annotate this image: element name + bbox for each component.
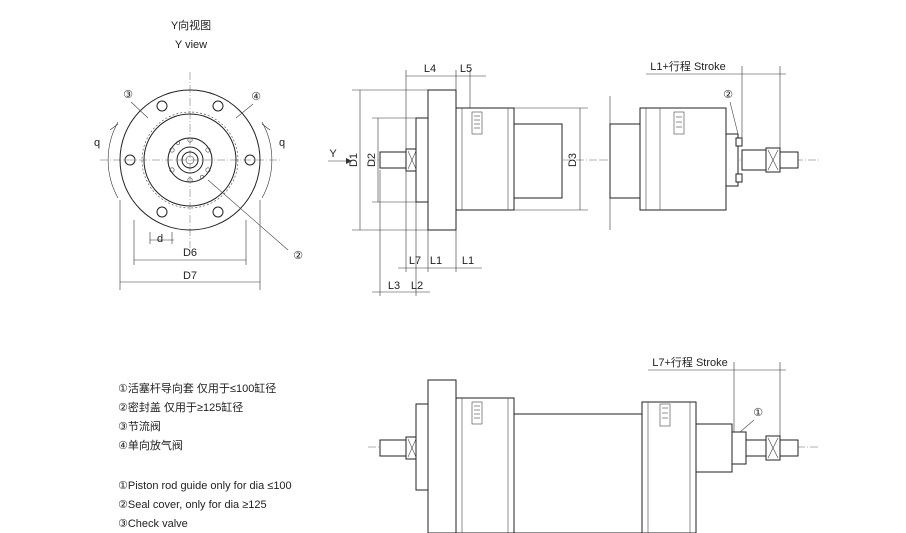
cylinder-head [455,107,515,211]
legend-en-1: ①Piston rod guide only for dia ≤100 [118,480,292,492]
flange [427,89,457,231]
dim-l4: L4 [424,63,436,75]
valve-port-rear [659,403,671,427]
guide-bottom [695,423,733,473]
right-view: L1+行程 Stroke ② [600,60,820,230]
cover-screw [205,147,211,153]
guide-step [731,431,747,465]
cover-screw [205,167,211,173]
legend-cn-2: ②密封盖 仅用于≥125缸径 [118,400,243,414]
rod-boss [176,146,204,174]
cover-screw [176,141,180,145]
barrel-right [609,123,641,199]
seal-cover-marker: ② [293,250,303,262]
dim-l7: L7 [409,255,421,267]
flange-hole [156,206,168,218]
stroke-label-bottom: L7+行程 Stroke [652,356,728,369]
q-right-label: q [279,137,285,149]
cover-screw [169,167,175,173]
dim-l5: L5 [460,63,472,75]
flange-hole [124,154,136,166]
stroke-label-right: L1+行程 Stroke [650,60,726,73]
legend-cn-1: ①活塞杆导向套 仅用于≤100缸径 [118,381,276,395]
dim-l1-b: L1 [462,255,474,267]
rod-tip-bottom [779,439,799,457]
dim-d6: D6 [183,247,197,259]
rod-end-bottom [379,439,409,457]
rod-bottom [745,439,767,457]
dim-l1-a: L1 [430,255,442,267]
piston-guide-marker: ① [753,407,763,419]
rod-core [185,155,195,165]
flange-hole [212,100,224,112]
head-bottom [455,397,515,533]
rod-cover-bottom [415,403,429,491]
q-left-label: q [94,137,100,149]
legend-cn-4: ④单向放气阀 [118,438,183,452]
cover-screw [200,175,204,179]
bottom-view: L7+行程 Stroke ① [368,356,820,533]
y-view-title-cn: Y向视图 [171,18,211,32]
cover-screw [187,177,193,183]
legend-en-2: ②Seal cover, only for dia ≥125 [118,499,267,511]
flange-hole [156,100,168,112]
y-view-arrow-label: Y [329,148,337,160]
legend: ①活塞杆导向套 仅用于≤100缸径 ②密封盖 仅用于≥125缸径 ③节流阀 ④单… [118,381,292,530]
valve-3-marker: ③ [123,89,133,101]
dim-d: d [157,233,163,245]
cover-screw [187,137,193,143]
dim-d7: D7 [183,270,197,282]
seal-cover-right [725,133,739,187]
flange-outer [119,89,261,231]
flange-hole [212,206,224,218]
side-view: D1 D2 D3 Y L4 L5 L7 L1 L1 L3 L2 [328,63,600,296]
barrel-bottom [513,413,643,533]
barrel [513,123,563,199]
dim-d2: D2 [366,153,378,167]
seal-screw [735,137,743,147]
cylinder-body [143,113,237,207]
flange-bolt-circle [141,111,239,209]
rod-right [741,149,767,171]
rod-cover [415,117,429,203]
y-view-title-en: Y view [175,39,207,51]
rear-head-bottom [641,401,697,533]
legend-cn-3: ③节流阀 [118,419,161,433]
dim-d1: D1 [348,153,360,167]
y-view: Y向视图 Y view ③ ④ [94,18,303,290]
piston-rod [181,151,199,169]
rod-tip-right [779,151,799,169]
dim-l3: L3 [388,280,400,292]
dim-l2: L2 [411,280,423,292]
cylinder-head-right [639,107,727,211]
valve-port [471,111,483,135]
legend-en-3: ③Check valve [118,518,188,530]
valve-port-right [673,111,685,135]
valve-port-bottom [471,401,483,425]
dim-d3: D3 [567,153,579,167]
flange-bottom [427,379,457,533]
valve-4-marker: ④ [251,91,261,103]
seal-screw [735,173,743,183]
rod-end [379,151,409,169]
cover-screw [169,147,175,153]
seal-cover-marker-right: ② [723,89,733,101]
flange-hole [244,154,256,166]
